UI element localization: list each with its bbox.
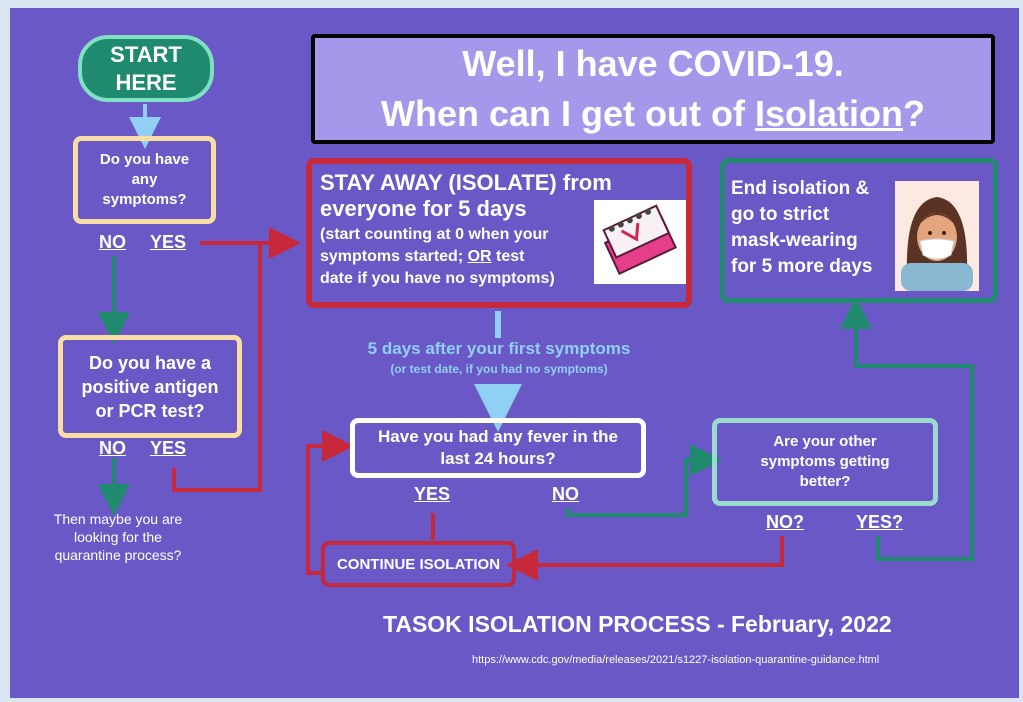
calendar-icon bbox=[594, 200, 686, 284]
continue-label: CONTINUE ISOLATION bbox=[336, 555, 501, 573]
title-line-1: Well, I have COVID-19. bbox=[462, 43, 844, 84]
isolate-sub-2-a: symptoms started; bbox=[320, 248, 468, 265]
flow-connectors bbox=[98, 104, 974, 581]
isolate-sub-1: (start counting at 0 when your bbox=[320, 226, 549, 243]
q2-line-1: Do you have a bbox=[88, 352, 212, 373]
q1-line-3: symptoms? bbox=[102, 191, 187, 208]
quarantine-line-2: looking for the bbox=[74, 529, 162, 545]
end-isolation-box: End isolation & go to strict mask-wearin… bbox=[720, 158, 998, 303]
start-line-2: HERE bbox=[115, 69, 177, 95]
quarantine-note: Then maybe you are looking for the quara… bbox=[38, 510, 198, 564]
after-line-1: 5 days after your first symptoms bbox=[367, 339, 631, 358]
footer-title: TASOK ISOLATION PROCESS - February, 2022 bbox=[383, 611, 892, 637]
title-line-2-suffix: ? bbox=[903, 93, 925, 134]
fever-no-label: NO bbox=[552, 484, 579, 504]
woman-with-mask-icon bbox=[895, 181, 979, 291]
q1-no-label: NO bbox=[99, 232, 126, 252]
fever-yes-label: YES bbox=[414, 484, 451, 504]
better-no-label: NO? bbox=[766, 512, 804, 532]
end-line-3: mask-wearing bbox=[731, 230, 858, 251]
isolate-sub-2-b: test bbox=[491, 248, 525, 265]
q2-yes-label: YES bbox=[150, 438, 187, 458]
better-yes-label: YES? bbox=[856, 512, 904, 532]
quarantine-line-1: Then maybe you are bbox=[53, 511, 183, 527]
isolate-sub-3: date if you have no symptoms) bbox=[320, 270, 555, 287]
quarantine-line-3: quarantine process? bbox=[54, 547, 182, 563]
continue-isolation-box: CONTINUE ISOLATION bbox=[321, 541, 516, 587]
start-here-box: START HERE bbox=[78, 35, 214, 102]
end-line-4: for 5 more days bbox=[731, 256, 873, 277]
fever-line-2: last 24 hours? bbox=[440, 449, 556, 468]
isolate-or-underlined: OR bbox=[467, 248, 492, 265]
isolate-heading-2: everyone for 5 days bbox=[320, 196, 527, 221]
q2-line-3: or PCR test? bbox=[95, 400, 205, 421]
source-url: https://www.cdc.gov/media/releases/2021/… bbox=[472, 654, 880, 666]
title-box: Well, I have COVID-19. When can I get ou… bbox=[311, 34, 995, 144]
infographic-board: START HERE Well, I have COVID-19. When c… bbox=[10, 8, 1019, 698]
q2-line-2: positive antigen bbox=[81, 376, 219, 397]
symptoms-question-box: Do you have any symptoms? bbox=[73, 136, 216, 224]
isolate-sub-2: symptoms started; OR test bbox=[320, 246, 678, 268]
after-line-2: (or test date, if you had no symptoms) bbox=[390, 362, 608, 376]
five-days-after-caption: 5 days after your first symptoms (or tes… bbox=[310, 338, 688, 378]
start-line-1: START bbox=[110, 41, 182, 67]
end-line-2: go to strict bbox=[731, 204, 830, 225]
q1-line-2: any bbox=[131, 171, 158, 188]
fever-line-1: Have you had any fever in the bbox=[378, 427, 618, 446]
title-line-2: When can I get out of Isolation? bbox=[381, 89, 925, 139]
symptoms-better-question-box: Are your other symptoms getting better? bbox=[712, 418, 938, 506]
q1-yes-label: YES bbox=[150, 232, 187, 252]
better-line-3: better? bbox=[799, 473, 851, 490]
title-isolation-underlined: Isolation bbox=[754, 93, 903, 134]
end-line-1: End isolation & bbox=[731, 178, 870, 199]
better-line-2: symptoms getting bbox=[760, 453, 890, 470]
q2-no-label: NO bbox=[99, 438, 126, 458]
stay-away-isolate-box: STAY AWAY (ISOLATE) from everyone for 5 … bbox=[306, 158, 692, 308]
q1-line-1: Do you have bbox=[99, 151, 190, 168]
title-line-2-prefix: When can I get out of bbox=[381, 93, 755, 134]
positive-test-question-box: Do you have a positive antigen or PCR te… bbox=[58, 335, 242, 438]
better-line-1: Are your other bbox=[773, 433, 877, 450]
isolate-heading-1: STAY AWAY (ISOLATE) from bbox=[320, 170, 612, 195]
fever-question-box: Have you had any fever in the last 24 ho… bbox=[350, 418, 646, 478]
